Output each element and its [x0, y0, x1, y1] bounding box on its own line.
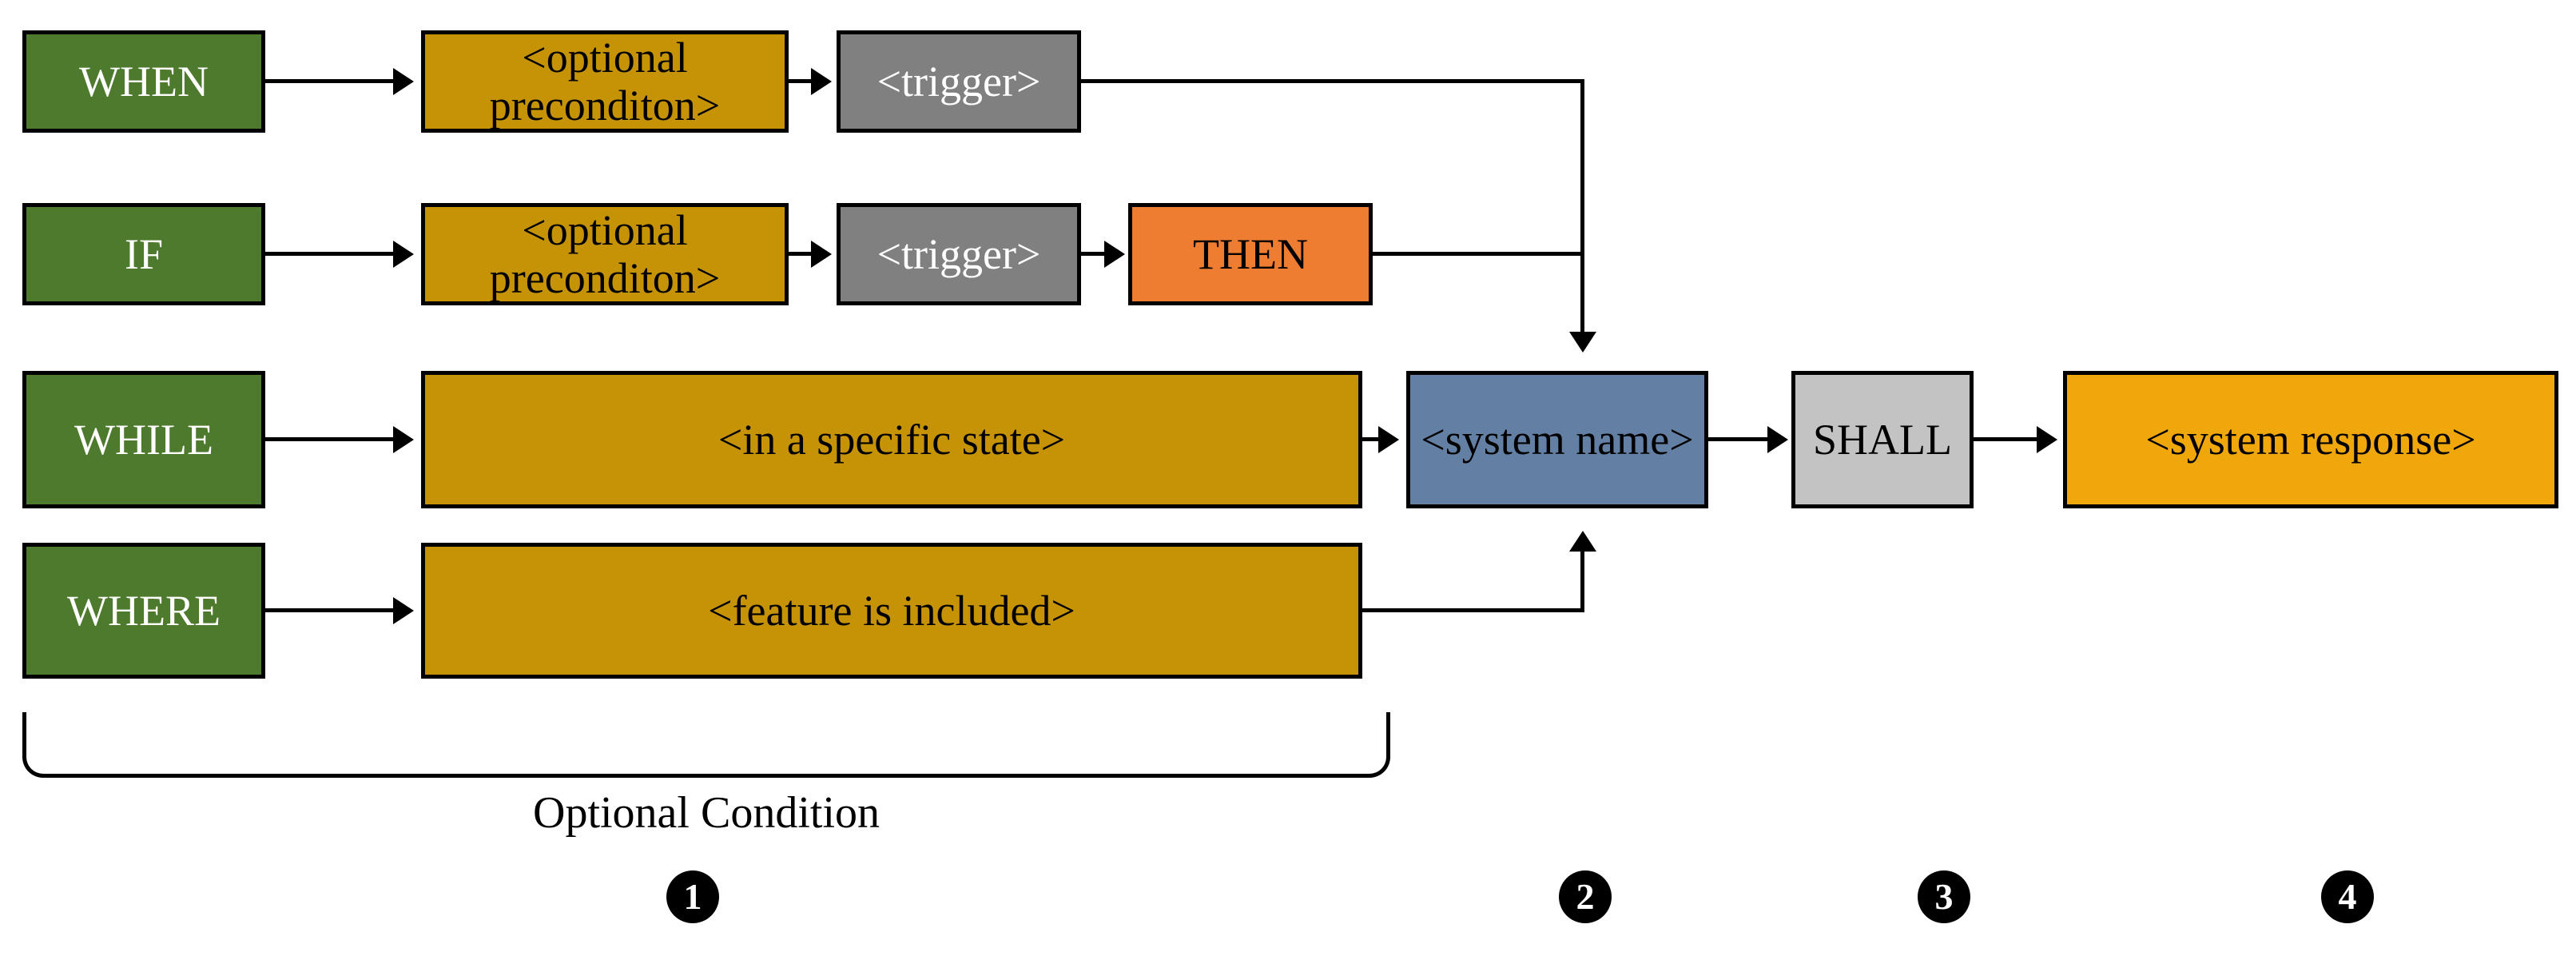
arrowhead-while-to-state-icon — [393, 426, 414, 453]
node-shall[interactable]: SHALL — [1791, 371, 1974, 508]
arrowhead-into-system-top-icon — [1569, 332, 1596, 353]
node-when[interactable]: WHEN — [22, 30, 265, 133]
arrowhead-shall-to-response-icon — [2037, 426, 2057, 453]
edge-when-to-precondition — [265, 79, 393, 83]
node-in-a-specific-state[interactable]: <in a specific state> — [421, 371, 1362, 508]
badge-4: 4 — [2321, 870, 2374, 923]
arrowhead-when-precondition-to-trigger-icon — [811, 68, 832, 95]
edge-when-precondition-to-trigger — [789, 79, 816, 83]
edge-where-to-feature — [265, 608, 393, 612]
edge-when-trigger-to-junction — [1081, 79, 1584, 83]
node-system-name[interactable]: <system name> — [1406, 371, 1708, 508]
node-where[interactable]: WHERE — [22, 543, 265, 679]
node-system-response[interactable]: <system response> — [2063, 371, 2558, 508]
node-feature-is-included[interactable]: <feature is included> — [421, 543, 1362, 679]
edge-then-to-junction — [1373, 252, 1584, 256]
edge-if-to-precondition — [265, 252, 393, 256]
arrowhead-system-to-shall-icon — [1767, 426, 1788, 453]
edge-if-trigger-to-then — [1081, 252, 1110, 256]
node-while[interactable]: WHILE — [22, 371, 265, 508]
node-when-optional-precondition[interactable]: <optional preconditon> — [421, 30, 789, 133]
arrowhead-if-trigger-to-then-icon — [1104, 241, 1125, 268]
arrowhead-when-to-precondition-icon — [393, 68, 414, 95]
edge-junction-up-to-system — [1580, 552, 1584, 612]
edge-state-to-system — [1362, 437, 1382, 441]
node-when-trigger[interactable]: <trigger> — [837, 30, 1081, 133]
optional-condition-bracket — [22, 712, 1390, 778]
edge-junction-down-to-system — [1580, 79, 1584, 335]
edge-shall-to-response — [1974, 437, 2037, 441]
arrowhead-if-precondition-to-trigger-icon — [811, 241, 832, 268]
edge-system-to-shall — [1708, 437, 1771, 441]
badge-3: 3 — [1918, 870, 1970, 923]
arrowhead-if-to-precondition-icon — [393, 241, 414, 268]
arrowhead-state-to-system-icon — [1378, 426, 1399, 453]
node-if[interactable]: IF — [22, 203, 265, 305]
badge-2: 2 — [1559, 870, 1612, 923]
arrowhead-where-to-feature-icon — [393, 597, 414, 624]
badge-1: 1 — [666, 870, 719, 923]
node-then[interactable]: THEN — [1128, 203, 1373, 305]
edge-feature-to-junction — [1362, 608, 1584, 612]
edge-while-to-state — [265, 437, 393, 441]
node-if-trigger[interactable]: <trigger> — [837, 203, 1081, 305]
edge-if-precondition-to-trigger — [789, 252, 816, 256]
node-if-optional-precondition[interactable]: <optional preconditon> — [421, 203, 789, 305]
optional-condition-label: Optional Condition — [533, 788, 880, 838]
arrowhead-into-system-bottom-icon — [1569, 531, 1596, 552]
